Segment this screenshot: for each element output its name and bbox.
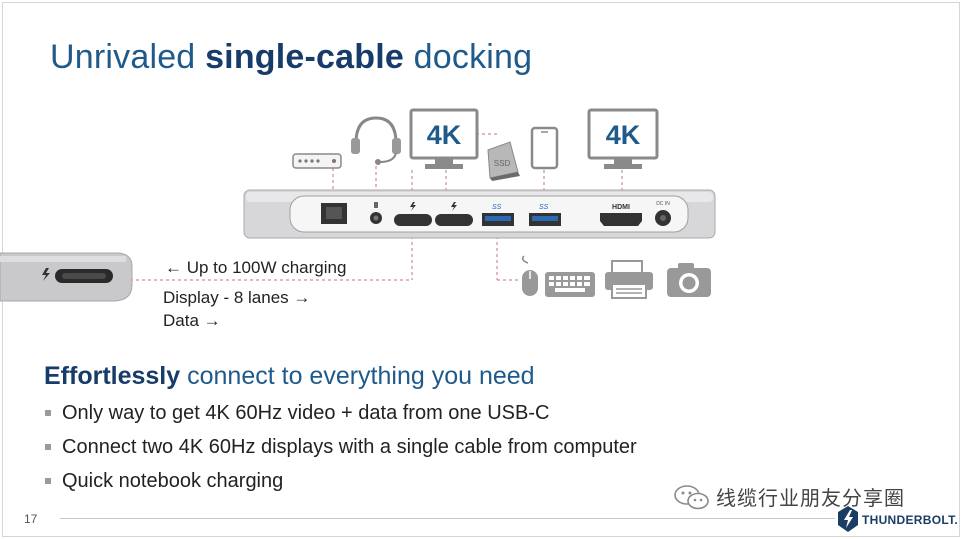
- footer-divider: [60, 518, 835, 519]
- monitor-right-label: 4K: [606, 120, 641, 150]
- bullet-text: Connect two 4K 60Hz displays with a sing…: [62, 436, 637, 458]
- bullet-marker: [45, 410, 51, 416]
- ssd-icon: SSD: [487, 141, 520, 181]
- hdmi-port: HDMI: [600, 204, 642, 226]
- usb-port-1-label: SS: [492, 204, 502, 211]
- charging-label: ← Up to 100W charging: [165, 258, 347, 277]
- connector-lines: [130, 133, 623, 281]
- watermark: 线缆行业朋友分享圈: [672, 482, 942, 512]
- ethernet-port: [321, 203, 347, 224]
- thunderbolt-port-2: [435, 202, 473, 226]
- router-icon: [292, 153, 342, 169]
- dock-ports: SS SS HDMI DC IN: [321, 201, 671, 226]
- printer-icon: [605, 260, 653, 299]
- watermark-text: 线缆行业朋友分享圈: [716, 488, 905, 510]
- headset-icon: [351, 116, 401, 165]
- data-label: Data →: [163, 311, 221, 330]
- bullet-item: Only way to get 4K 60Hz video + data fro…: [44, 398, 637, 432]
- usb-port-1: SS: [482, 204, 514, 226]
- bullet-list: Only way to get 4K 60Hz video + data fro…: [44, 398, 637, 500]
- thunderbolt-port-1: [394, 202, 432, 226]
- dc-in-port: DC IN: [655, 201, 671, 226]
- bullet-marker: [45, 444, 51, 450]
- keyboard-icon: [545, 272, 595, 297]
- bullet-text: Only way to get 4K 60Hz video + data fro…: [62, 402, 550, 424]
- bullet-item: Connect two 4K 60Hz displays with a sing…: [44, 432, 637, 466]
- bullet-text: Quick notebook charging: [62, 470, 284, 492]
- laptop-edge: [0, 252, 133, 302]
- title-bold: single-cable: [205, 38, 404, 76]
- dock-body: [243, 189, 716, 239]
- display-lanes-label: Display - 8 lanes →: [163, 288, 311, 307]
- hdmi-label: HDMI: [612, 204, 630, 211]
- thunderbolt-logo-text: THUNDERBOLT.: [862, 513, 959, 527]
- camera-icon: [667, 263, 711, 297]
- ssd-label: SSD: [494, 159, 511, 168]
- phone-icon: [530, 126, 559, 170]
- mouse-icon: [521, 255, 538, 296]
- monitor-icon-right: 4K: [587, 108, 659, 169]
- audio-port: [370, 202, 382, 224]
- usb-port-2: SS: [529, 204, 561, 226]
- slide-title: Unrivaled single-cable docking: [50, 38, 532, 77]
- dc-in-label: DC IN: [656, 201, 670, 207]
- monitor-icon-left: 4K: [409, 108, 479, 169]
- wechat-icon: [674, 485, 709, 510]
- bullet-marker: [45, 478, 51, 484]
- page-number: 17: [24, 512, 38, 526]
- monitor-left-label: 4K: [427, 120, 462, 150]
- heading-rest: connect to everything you need: [180, 362, 535, 390]
- title-post: docking: [404, 38, 533, 76]
- usb-port-2-label: SS: [539, 204, 549, 211]
- heading-bold: Effortlessly: [44, 362, 181, 390]
- thunderbolt-icon: [838, 506, 858, 532]
- title-pre: Unrivaled: [50, 38, 206, 76]
- section-heading: Effortlessly connect to everything you n…: [44, 362, 535, 391]
- bullet-item: Quick notebook charging: [44, 466, 637, 500]
- thunderbolt-logo: THUNDERBOLT.: [836, 505, 959, 535]
